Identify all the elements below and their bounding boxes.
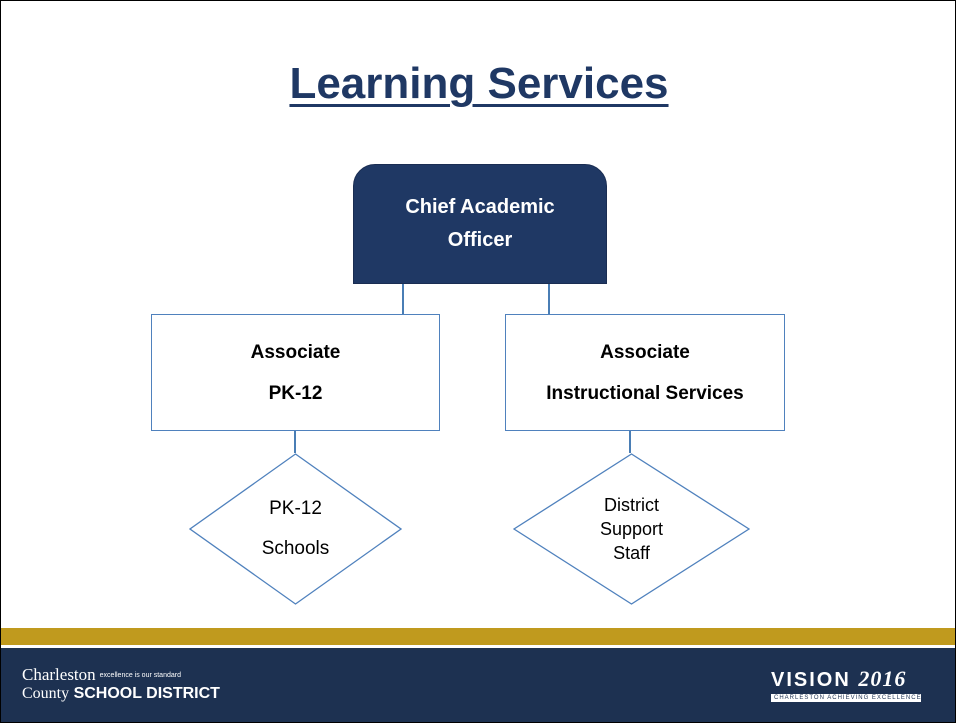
connector-top-left [402,284,404,314]
district-support-staff-line2: Support [599,519,664,539]
vision-word: VISION [771,669,851,691]
pk12-schools-line1: PK-12 [269,498,322,519]
connector-right-down [629,431,631,453]
district-support-staff-line3: Staff [613,543,650,563]
associate-instructional-line2: Instructional Services [546,382,744,404]
gold-band [1,628,955,645]
pk12-schools-diamond-shape [189,453,402,605]
footer-bar [1,648,955,722]
district-support-staff-line1: District [604,495,659,515]
associate-instructional-box: Associate Instructional Services [505,314,785,431]
chief-academic-officer-line1: Chief Academic [405,196,555,218]
associate-instructional-line1: Associate [600,341,690,363]
vision-2016-logo: VISION 2016 CHARLESTON ACHIEVING EXCELLE… [771,668,931,702]
ccsd-logo-charleston: Charleston [22,665,96,684]
connector-top-right [548,284,550,314]
slide-title: Learning Services [289,59,669,108]
associate-pk12-line2: PK-12 [268,382,323,404]
district-support-staff-diamond-shape [513,453,750,605]
chief-academic-officer-box: Chief Academic Officer [353,164,607,284]
associate-pk12-box: Associate PK-12 [151,314,440,431]
ccsd-logo-county: County [22,685,70,703]
pk12-schools-line2: Schools [261,538,330,559]
vision-subtitle: CHARLESTON ACHIEVING EXCELLENCE [771,694,921,702]
district-support-staff-diamond: District Support Staff [513,453,750,605]
pk12-schools-diamond: PK-12 Schools [189,453,402,605]
ccsd-logo-tagline: excellence is our standard [99,672,181,680]
associate-pk12-line1: Associate [250,341,341,363]
ccsd-logo-school-district: SCHOOL DISTRICT [73,685,220,703]
vision-year: 2016 [858,666,907,691]
chief-academic-officer-line2: Officer [447,229,513,251]
connector-left-down [294,431,296,453]
